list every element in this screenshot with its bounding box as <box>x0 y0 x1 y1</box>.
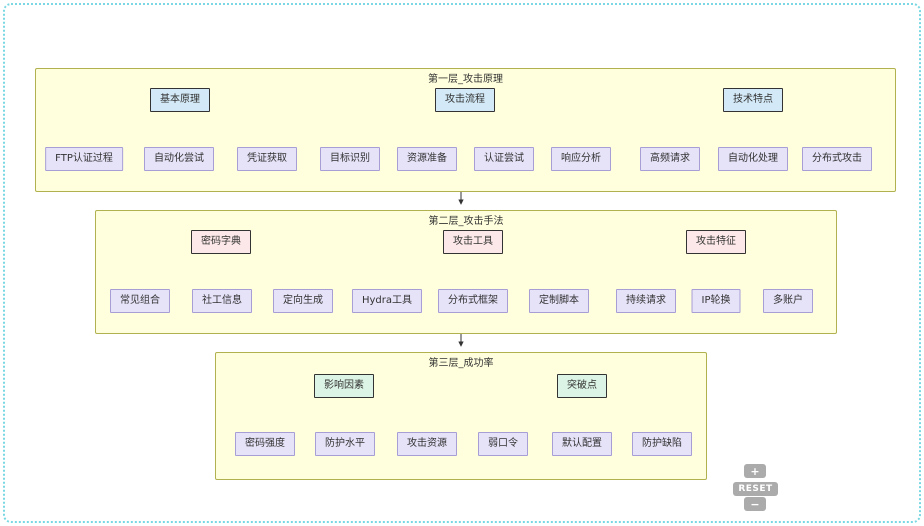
leaf-node: 自动化处理 <box>718 147 788 171</box>
layer-title: 第二层_攻击手法 <box>428 216 504 227</box>
reset-button[interactable]: RESET <box>733 482 778 496</box>
layer-title: 第一层_攻击原理 <box>428 74 503 85</box>
leaf-node: 密码强度 <box>235 432 295 456</box>
leaf-node: 弱口令 <box>478 432 528 456</box>
minus-icon: − <box>750 497 760 511</box>
leaf-node: 响应分析 <box>551 147 611 171</box>
leaf-node: 资源准备 <box>397 147 457 171</box>
leaf-node: 凭证获取 <box>237 147 297 171</box>
layer-panel: 第三层_成功率 <box>215 352 707 480</box>
zoom-out-button[interactable]: − <box>744 497 766 511</box>
layer-title: 第三层_成功率 <box>428 358 494 369</box>
leaf-node: 多账户 <box>763 289 813 313</box>
plus-icon: + <box>750 464 760 478</box>
layer-panel: 第一层_攻击原理 <box>35 68 896 192</box>
parent-node: 基本原理 <box>150 88 210 112</box>
leaf-node: 定向生成 <box>273 289 333 313</box>
parent-node: 攻击特征 <box>686 230 746 254</box>
parent-node: 攻击工具 <box>443 230 503 254</box>
parent-node: 攻击流程 <box>435 88 495 112</box>
leaf-node: 常见组合 <box>110 289 170 313</box>
leaf-node: 攻击资源 <box>397 432 457 456</box>
leaf-node: 高频请求 <box>640 147 700 171</box>
leaf-node: 定制脚本 <box>529 289 589 313</box>
layer-panel: 第二层_攻击手法 <box>95 210 837 334</box>
leaf-node: 分布式框架 <box>438 289 508 313</box>
parent-node: 密码字典 <box>191 230 251 254</box>
leaf-node: 社工信息 <box>192 289 252 313</box>
leaf-node: 自动化尝试 <box>144 147 214 171</box>
leaf-node: 默认配置 <box>552 432 612 456</box>
leaf-node: 认证尝试 <box>474 147 534 171</box>
parent-node: 影响因素 <box>314 374 374 398</box>
zoom-in-button[interactable]: + <box>744 464 766 478</box>
leaf-node: IP轮换 <box>691 289 741 313</box>
leaf-node: 持续请求 <box>616 289 676 313</box>
leaf-node: FTP认证过程 <box>45 147 123 171</box>
leaf-node: 防护缺陷 <box>632 432 692 456</box>
leaf-node: 防护水平 <box>315 432 375 456</box>
leaf-node: Hydra工具 <box>351 289 423 313</box>
parent-node: 技术特点 <box>723 88 783 112</box>
leaf-node: 目标识别 <box>320 147 380 171</box>
parent-node: 突破点 <box>557 374 607 398</box>
leaf-node: 分布式攻击 <box>802 147 872 171</box>
